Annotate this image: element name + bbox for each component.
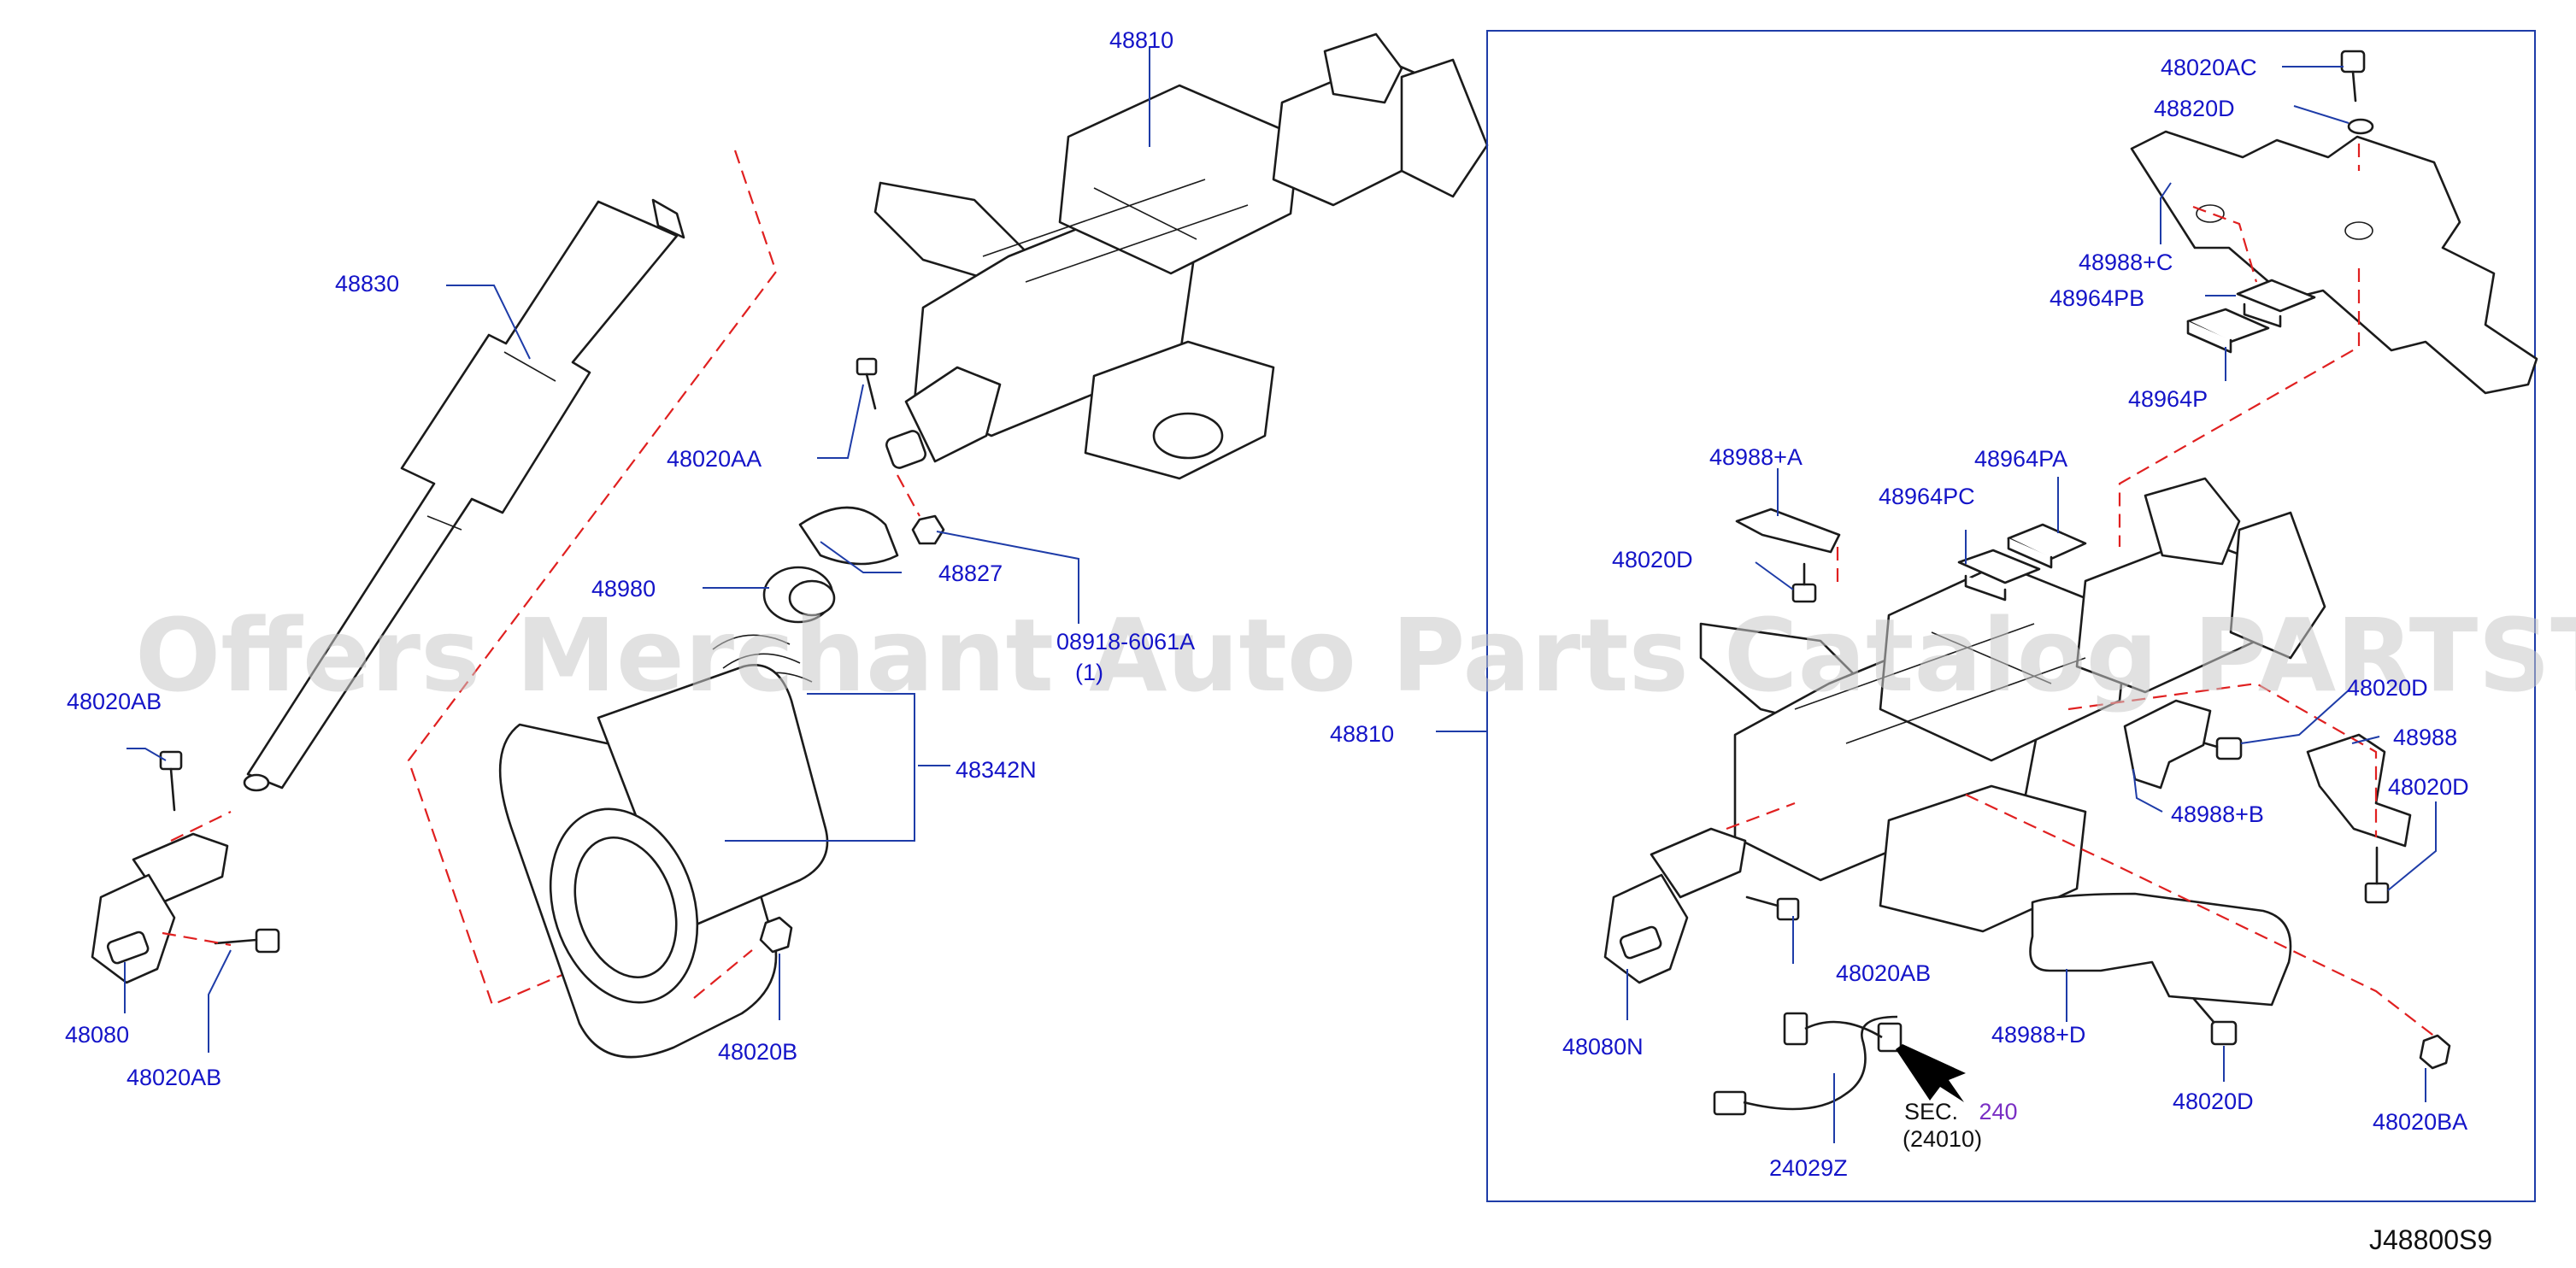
label-48827[interactable]: 48827 — [938, 561, 1003, 586]
bolt-48020D-4[interactable] — [2191, 996, 2238, 1046]
label-48988D[interactable]: 48988+D — [1991, 1022, 2085, 1048]
label-08918[interactable]: 08918-6061A — [1056, 629, 1195, 655]
bolt-48020AA[interactable] — [856, 357, 878, 410]
label-48020AA[interactable]: 48020AA — [667, 446, 762, 472]
phantom-join-3 — [693, 949, 753, 999]
label-48964PA[interactable]: 48964PA — [1974, 446, 2067, 472]
label-48964PB[interactable]: 48964PB — [2050, 285, 2144, 311]
bolt-48020AB-right[interactable] — [1745, 895, 1800, 921]
watermark: Offers Merchant Auto Parts Catalog PARTS… — [135, 596, 2576, 714]
nut-48020BA[interactable] — [2419, 1034, 2451, 1070]
bolt-48020D-3[interactable] — [2364, 846, 2390, 904]
label-48988A[interactable]: 48988+A — [1709, 444, 1803, 470]
label-48810-right[interactable]: 48810 — [1330, 721, 1394, 747]
bolt-48020AB-lower[interactable] — [214, 928, 280, 954]
bolt-48020D-1[interactable] — [1791, 562, 1817, 603]
steering-column-48810-right[interactable] — [1699, 477, 2326, 933]
phantom-join-1 — [170, 811, 232, 842]
universal-joint-48080N[interactable] — [1603, 827, 1747, 984]
bracket-48988D[interactable] — [2029, 892, 2292, 1007]
label-48020D-2[interactable]: 48020D — [2347, 675, 2428, 701]
sec-arrow-icon — [1896, 1044, 1966, 1102]
pad-48964PA[interactable] — [2007, 523, 2087, 569]
bolt-48020AC[interactable] — [2340, 50, 2366, 103]
spacer-48964P[interactable] — [2186, 308, 2270, 354]
bolt-48020AB-upper[interactable] — [159, 750, 183, 812]
bracket-48988B[interactable] — [2123, 699, 2212, 790]
sec-prefix: SEC. — [1904, 1099, 1958, 1124]
phantom-right-3 — [2192, 205, 2258, 283]
nut-48020B[interactable] — [759, 916, 793, 954]
label-48820D[interactable]: 48820D — [2154, 96, 2235, 121]
label-48988C[interactable]: 48988+C — [2079, 249, 2173, 275]
label-48020D-3[interactable]: 48020D — [2388, 774, 2469, 800]
phantom-right-2 — [2118, 268, 2361, 547]
label-48020BA[interactable]: 48020BA — [2373, 1109, 2467, 1135]
steering-shaft-48830[interactable] — [243, 198, 685, 792]
label-48964P[interactable]: 48964P — [2128, 386, 2208, 412]
clip-48988A[interactable] — [1735, 508, 1841, 554]
label-48080[interactable]: 48080 — [65, 1022, 129, 1048]
phantom-boundary-left — [407, 150, 778, 1007]
label-48020B[interactable]: 48020B — [718, 1039, 797, 1065]
seal-48980[interactable] — [762, 566, 836, 624]
phantom-join-2 — [162, 931, 232, 947]
pad-48964PC[interactable] — [1957, 549, 2041, 602]
phantom-join-4 — [897, 474, 920, 517]
sec-subsection: (24010) — [1903, 1126, 1982, 1152]
label-48020AB-left-bottom[interactable]: 48020AB — [126, 1065, 221, 1090]
bracket-48988[interactable] — [2306, 733, 2412, 848]
column-cover-48342N[interactable] — [498, 664, 829, 1059]
label-48810-top[interactable]: 48810 — [1109, 27, 1173, 53]
label-48988[interactable]: 48988 — [2393, 725, 2457, 750]
label-24029Z[interactable]: 24029Z — [1769, 1155, 1848, 1181]
nut-48827-region[interactable] — [798, 506, 945, 566]
label-48020AB-left-top[interactable]: 48020AB — [67, 689, 162, 714]
right-group-frame — [1486, 30, 2536, 1202]
washer-48820D[interactable] — [2347, 118, 2374, 135]
label-48988B[interactable]: 48988+B — [2171, 801, 2264, 827]
diagram-code: J48800S9 — [2369, 1224, 2492, 1255]
label-48980[interactable]: 48980 — [591, 576, 656, 602]
phantom-right-6 — [1726, 801, 1796, 831]
steering-column-48810-top[interactable] — [873, 32, 1489, 480]
universal-joint-48080[interactable] — [91, 832, 229, 984]
label-48020AB-right[interactable]: 48020AB — [1836, 960, 1931, 986]
harness-24029Z[interactable] — [1713, 1012, 1903, 1116]
label-48964PC[interactable]: 48964PC — [1879, 484, 1975, 509]
leader-lines — [124, 46, 2437, 1143]
spacer-48964PB[interactable] — [2236, 279, 2316, 328]
label-48020D-1[interactable]: 48020D — [1612, 547, 1693, 572]
label-48830[interactable]: 48830 — [335, 271, 399, 296]
label-48342N[interactable]: 48342N — [956, 757, 1037, 783]
label-08918-qty: (1) — [1075, 660, 1103, 685]
sec-number-link[interactable]: 240 — [1979, 1099, 2017, 1124]
phantom-right-5 — [1965, 794, 2437, 1038]
label-48020AC[interactable]: 48020AC — [2161, 55, 2257, 80]
sec-reference[interactable]: SEC. 240 — [1904, 1099, 2018, 1124]
label-48020D-4[interactable]: 48020D — [2173, 1089, 2254, 1114]
label-48080N[interactable]: 48080N — [1562, 1034, 1644, 1060]
phantom-right-7 — [2067, 682, 2378, 837]
bracket-48988C[interactable] — [2130, 130, 2538, 395]
